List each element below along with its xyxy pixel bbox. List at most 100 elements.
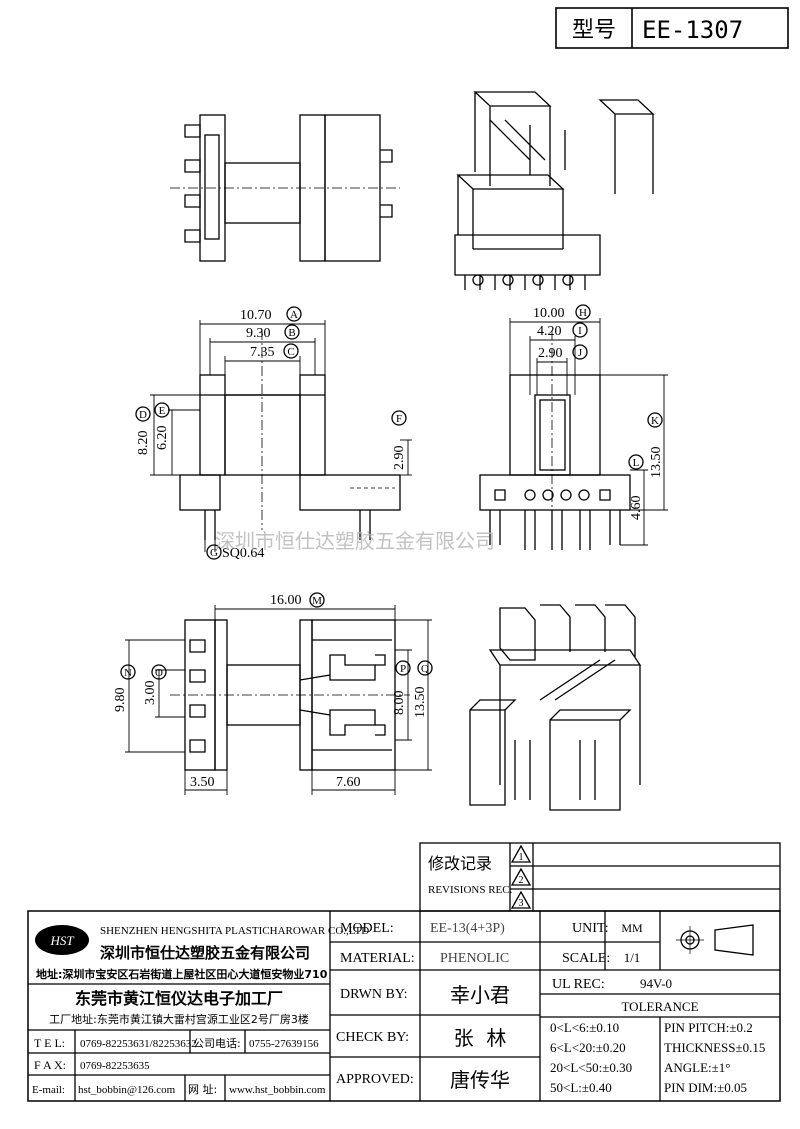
dim-k-value: 13.50: [649, 447, 664, 479]
dim-a-value: 10.70: [240, 308, 272, 323]
fax-value: 0769-82253635: [80, 1060, 150, 1072]
tolerance-row-4: 50<L:±0.40: [550, 1080, 612, 1095]
bottom-view: [170, 619, 410, 771]
letter-a: A: [290, 309, 298, 321]
office-phone-value: 0755-27639156: [249, 1038, 319, 1050]
unit-value: MM: [621, 921, 643, 935]
drawn-by-label: DRWN BY:: [340, 987, 408, 1002]
letter-q: Q: [421, 663, 429, 675]
thickness-tolerance: THICKNESS±0.15: [664, 1040, 765, 1055]
dim-p-value: 8.00: [392, 691, 407, 716]
title-block-texts: MODEL: EE-13(4+3P) MATERIAL: PHENOLIC DR…: [336, 921, 765, 1095]
email-value: hst_bobbin@126.com: [78, 1084, 176, 1096]
dim-f-value: 2.90: [392, 446, 407, 471]
tolerance-row-3: 20<L<50:±0.30: [550, 1060, 632, 1075]
front-view-right: [479, 330, 631, 550]
check-by-label: CHECK BY:: [336, 1030, 409, 1045]
scale-label: SCALE:: [562, 951, 610, 966]
factory-address: 工厂地址:东莞市黄江镇大雷村宫源工业区2号厂房3楼: [49, 1012, 309, 1026]
letter-j: J: [578, 347, 583, 359]
email-label: E-mail:: [32, 1084, 65, 1096]
company-address: 地址:深圳市宝安区石岩街道上屋社区田心大道恒安物业710: [36, 967, 328, 981]
front-view-left: [179, 330, 401, 540]
pin-pitch-tolerance: PIN PITCH:±0.2: [664, 1020, 753, 1035]
dim-n-value: 9.80: [113, 688, 128, 713]
letter-c: C: [287, 346, 294, 358]
watermark-text: 深圳市恒仕达塑胶五金有限公司: [215, 529, 495, 553]
letter-l: L: [633, 457, 640, 469]
dim-m-value: 16.00: [270, 593, 302, 608]
tel-label: T E L:: [34, 1036, 65, 1050]
revision-marker-1: 1: [519, 852, 524, 863]
approved-label: APPROVED:: [336, 1072, 414, 1087]
revision-marker-3: 3: [519, 898, 524, 909]
side-view: [170, 114, 400, 262]
revisions-table: 修改记录 REVISIONS REC. 1 2 3: [419, 842, 781, 912]
tolerance-label: TOLERANCE: [621, 999, 698, 1014]
check-by-value: 张 林: [454, 1026, 507, 1050]
dim-g-value: SQ0.64: [222, 546, 264, 561]
web-value: www.hst_bobbin.com: [229, 1084, 326, 1096]
letter-p: P: [400, 663, 406, 675]
letter-i: I: [578, 325, 582, 337]
letter-n: N: [124, 667, 132, 679]
title-block: HST: [27, 910, 781, 1102]
isometric-view-bottom: [469, 604, 642, 811]
dim-bottom-right: 7.60: [336, 775, 361, 790]
unit-label: UNIT:: [572, 921, 609, 936]
ul-rec-value: 94V-0: [640, 976, 672, 991]
web-label: 网 址:: [188, 1082, 217, 1096]
drawn-by-value: 幸小君: [450, 983, 510, 1007]
revision-marker-2: 2: [519, 875, 524, 886]
dim-l-value: 4.60: [629, 496, 644, 521]
dim-e-value: 6.20: [155, 426, 170, 451]
letter-e: E: [159, 405, 166, 417]
company-logo: HST: [49, 933, 74, 948]
model-label: MODEL:: [340, 921, 394, 936]
dim-b-value: 9.30: [246, 326, 271, 341]
fax-label: F A X:: [34, 1058, 66, 1072]
dim-j-value: 2.90: [538, 346, 563, 361]
tolerance-row-2: 6<L<20:±0.20: [550, 1040, 626, 1055]
letter-b: B: [288, 327, 295, 339]
letter-d: D: [139, 409, 147, 421]
tel-value: 0769-82253631/82253632: [80, 1038, 197, 1050]
dim-i-value: 4.20: [537, 324, 562, 339]
pin-dim-tolerance: PIN DIM:±0.05: [664, 1080, 747, 1095]
dim-q-value: 13.50: [413, 687, 428, 719]
company-name-en: SHENZHEN HENGSHITA PLASTICHAROWAR CO.,LT…: [100, 925, 369, 937]
revisions-title-cn: 修改记录: [428, 854, 492, 873]
letter-g: G: [210, 547, 218, 559]
letter-k: K: [651, 415, 659, 427]
angle-tolerance: ANGLE:±1°: [664, 1060, 731, 1075]
ul-rec-label: UL REC:: [552, 977, 605, 992]
dimension-texts: 10.70 9.30 7.35 8.20 6.20 2.90 SQ0.64 10…: [113, 306, 664, 790]
letter-m: M: [312, 595, 322, 607]
dimension-lines: [125, 318, 668, 795]
tolerance-row-1: 0<L<6:±0.10: [550, 1020, 619, 1035]
company-name-cn: 深圳市恒仕达塑胶五金有限公司: [100, 944, 310, 962]
dim-bottom-left: 3.50: [190, 775, 215, 790]
header-model-value: EE-1307: [642, 16, 743, 44]
revisions-title-en: REVISIONS REC.: [428, 884, 513, 896]
company-texts: SHENZHEN HENGSHITA PLASTICHAROWAR CO.,LT…: [32, 925, 369, 1096]
header-model-label: 型号: [572, 18, 616, 43]
dim-d-value: 8.20: [136, 431, 151, 456]
dimension-letter-markers: A B C D E F G H I J K L M N O P Q: [120, 304, 663, 680]
dim-o-value: 3.00: [143, 681, 158, 706]
dim-c-value: 7.35: [250, 345, 275, 360]
material-label: MATERIAL:: [340, 951, 415, 966]
header-model-box: 型号 EE-1307: [555, 7, 789, 49]
approved-value: 唐传华: [450, 1068, 510, 1092]
dim-h-value: 10.00: [533, 306, 565, 321]
letter-h: H: [579, 307, 587, 319]
office-phone-label: 公司电话:: [193, 1037, 241, 1050]
factory-name: 东莞市黄江恒仪达电子加工厂: [75, 989, 283, 1008]
isometric-view-top: [454, 91, 655, 290]
model-value: EE-13(4+3P): [430, 921, 505, 936]
scale-value: 1/1: [624, 950, 641, 965]
letter-f: F: [396, 413, 402, 425]
letter-o: O: [155, 667, 163, 679]
